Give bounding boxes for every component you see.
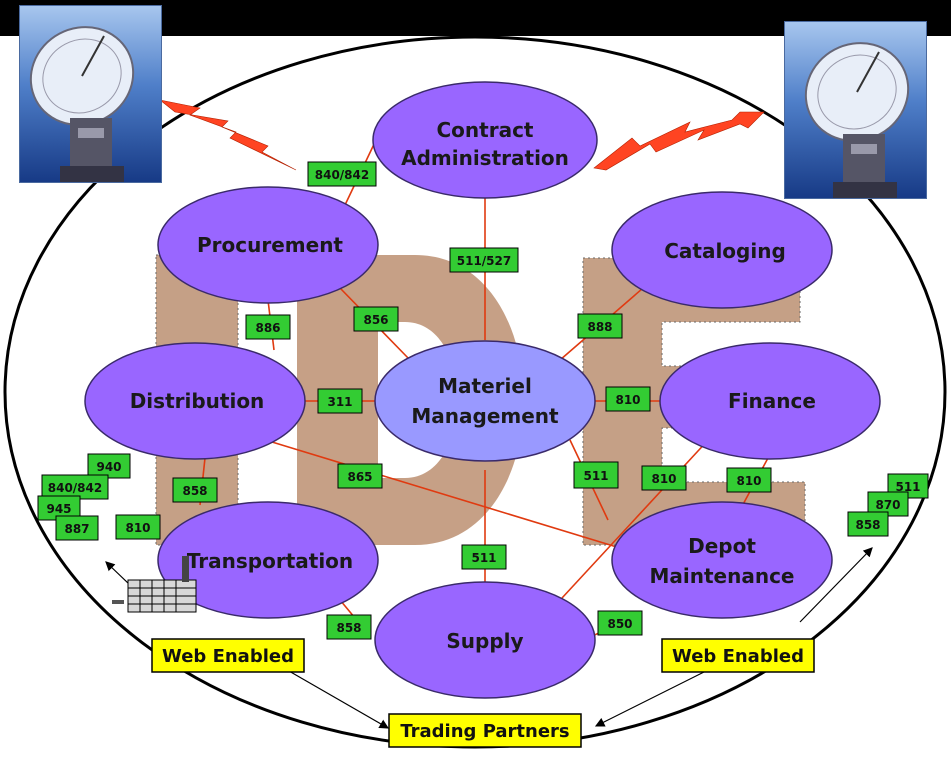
svg-text:840/842: 840/842 bbox=[315, 168, 369, 182]
svg-text:311: 311 bbox=[327, 395, 352, 409]
node-supply[interactable]: Supply bbox=[374, 581, 596, 699]
svg-text:865: 865 bbox=[347, 470, 372, 484]
svg-text:870: 870 bbox=[875, 498, 900, 512]
code-box: 511 bbox=[573, 461, 619, 489]
svg-text:511: 511 bbox=[583, 469, 608, 483]
svg-text:Web Enabled: Web Enabled bbox=[672, 646, 804, 667]
code-box: 856 bbox=[353, 306, 399, 332]
radio-link-right bbox=[593, 111, 765, 171]
node-cataloging[interactable]: Cataloging bbox=[611, 191, 833, 309]
svg-text:Web Enabled: Web Enabled bbox=[162, 646, 294, 667]
svg-text:940: 940 bbox=[96, 460, 121, 474]
svg-text:810: 810 bbox=[615, 393, 640, 407]
node-label: Finance bbox=[728, 389, 816, 413]
code-box: 311 bbox=[317, 388, 363, 414]
node-label: Transportation bbox=[187, 549, 353, 573]
code-box: 858 bbox=[847, 511, 889, 537]
svg-text:886: 886 bbox=[255, 321, 280, 335]
svg-text:858: 858 bbox=[336, 621, 361, 635]
satellite-dish-icon bbox=[19, 5, 162, 183]
svg-text:858: 858 bbox=[855, 518, 880, 532]
transaction-codes: 840/842 511/527 886 856 888 311 810 858 … bbox=[37, 161, 929, 640]
code-box: 886 bbox=[245, 314, 291, 340]
svg-text:888: 888 bbox=[587, 320, 612, 334]
code-box: 840/842 bbox=[41, 474, 109, 500]
code-box: 888 bbox=[577, 313, 623, 339]
trading-partners-label: Trading Partners bbox=[388, 713, 582, 748]
node-distribution[interactable]: Distribution bbox=[84, 342, 306, 460]
node-contract-administration[interactable]: Contract Administration bbox=[372, 81, 598, 199]
node-label: Cataloging bbox=[664, 239, 786, 263]
svg-text:Trading Partners: Trading Partners bbox=[400, 721, 569, 742]
code-box: 810 bbox=[641, 465, 687, 491]
svg-text:810: 810 bbox=[651, 472, 676, 486]
node-label: Supply bbox=[446, 629, 523, 653]
node-label: Administration bbox=[401, 146, 569, 170]
code-box: 810 bbox=[605, 386, 651, 412]
code-box: 511 bbox=[461, 544, 507, 570]
svg-text:511: 511 bbox=[471, 551, 496, 565]
node-label: Materiel bbox=[438, 374, 532, 398]
node-label: Management bbox=[411, 404, 559, 428]
factory-icon bbox=[112, 556, 197, 613]
svg-text:511: 511 bbox=[895, 480, 920, 494]
code-box: 850 bbox=[597, 610, 643, 636]
svg-text:945: 945 bbox=[46, 502, 71, 516]
svg-text:850: 850 bbox=[607, 617, 632, 631]
code-box: 840/842 bbox=[307, 161, 377, 187]
svg-text:856: 856 bbox=[363, 313, 388, 327]
code-box: 940 bbox=[87, 453, 131, 479]
code-box: 858 bbox=[172, 477, 218, 503]
code-box: 887 bbox=[55, 515, 99, 541]
node-materiel-management[interactable]: Materiel Management bbox=[374, 340, 596, 462]
svg-text:810: 810 bbox=[736, 474, 761, 488]
svg-text:858: 858 bbox=[182, 484, 207, 498]
node-label: Distribution bbox=[130, 389, 265, 413]
node-label: Procurement bbox=[197, 233, 343, 257]
node-label: Maintenance bbox=[649, 564, 794, 588]
code-box: 511/527 bbox=[449, 247, 519, 273]
node-label: Contract bbox=[437, 118, 534, 142]
node-transportation[interactable]: Transportation bbox=[157, 501, 379, 619]
svg-text:840/842: 840/842 bbox=[48, 481, 102, 495]
node-depot-maintenance[interactable]: Depot Maintenance bbox=[611, 501, 833, 619]
node-finance[interactable]: Finance bbox=[659, 342, 881, 460]
node-label: Depot bbox=[688, 534, 756, 558]
code-box: 865 bbox=[337, 463, 383, 489]
svg-text:887: 887 bbox=[64, 522, 89, 536]
radio-link-left bbox=[159, 99, 297, 171]
node-procurement[interactable]: Procurement bbox=[157, 186, 379, 304]
svg-text:511/527: 511/527 bbox=[457, 254, 511, 268]
code-box: 810 bbox=[726, 467, 772, 493]
svg-text:810: 810 bbox=[125, 521, 150, 535]
web-enabled-right-label: Web Enabled bbox=[661, 638, 815, 673]
web-enabled-left-label: Web Enabled bbox=[151, 638, 305, 673]
code-box: 858 bbox=[326, 614, 372, 640]
satellite-dish-icon bbox=[784, 21, 927, 199]
code-box: 810 bbox=[115, 514, 161, 540]
